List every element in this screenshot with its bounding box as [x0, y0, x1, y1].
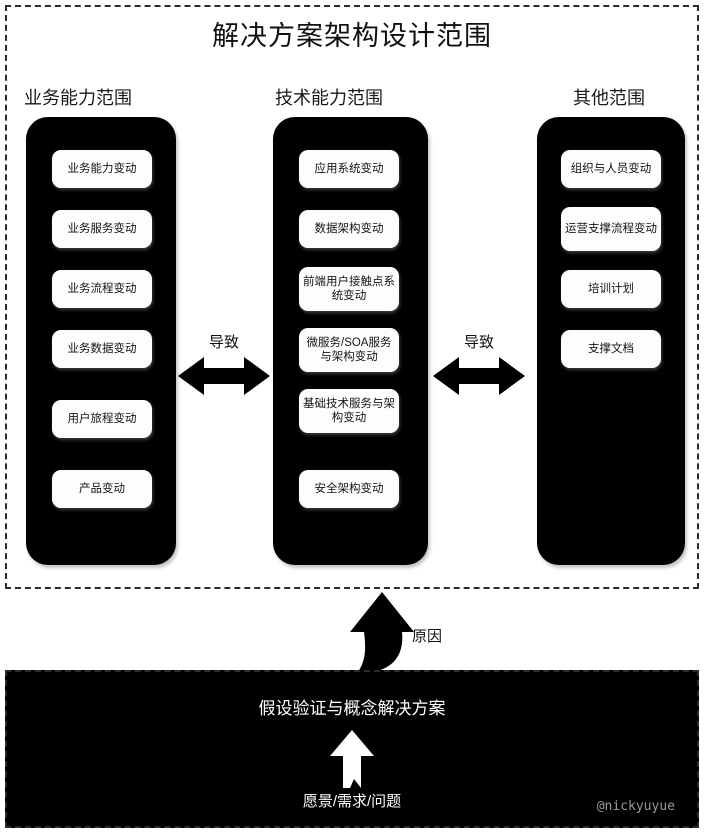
connector-reason — [330, 592, 460, 672]
connector-label: 导致 — [208, 334, 239, 351]
bidirectional-arrow-icon — [433, 357, 525, 395]
column-header-technology: 技术能力范围 — [275, 88, 383, 108]
curved-up-arrow-icon — [350, 592, 414, 672]
connector-reason-label: 原因 — [412, 628, 443, 645]
scope-item[interactable]: 业务能力变动 — [52, 150, 152, 188]
column-header-business: 业务能力范围 — [24, 88, 132, 108]
scope-item[interactable]: 培训计划 — [561, 270, 661, 308]
scope-item[interactable]: 产品变动 — [52, 470, 152, 508]
scope-item[interactable]: 数据架构变动 — [299, 210, 399, 248]
scope-item[interactable]: 运营支撑流程变动 — [561, 207, 661, 251]
scope-item[interactable]: 组织与人员变动 — [561, 150, 661, 188]
column-other: 组织与人员变动 运营支撑流程变动 培训计划 支撑文档 — [537, 117, 685, 565]
scope-item[interactable]: 微服务/SOA服务与架构变动 — [299, 328, 399, 372]
foundation-input-label: 愿景/需求/问题 — [302, 793, 402, 810]
scope-item[interactable]: 业务数据变动 — [52, 330, 152, 368]
scope-item[interactable]: 业务流程变动 — [52, 270, 152, 308]
foundation-panel: 假设验证与概念解决方案 愿景/需求/问题 @nickyuyue — [5, 670, 699, 828]
foundation-title: 假设验证与概念解决方案 — [258, 699, 446, 718]
input-arrow — [330, 730, 374, 788]
scope-item[interactable]: 基础技术服务与架构变动 — [299, 389, 399, 433]
column-business: 业务能力变动 业务服务变动 业务流程变动 业务数据变动 用户旅程变动 产品变动 — [26, 117, 176, 565]
page-title: 解决方案架构设计范围 — [212, 21, 492, 51]
connector-causes-1: 导致 — [178, 334, 270, 397]
connector-label: 导致 — [463, 334, 494, 351]
scope-item[interactable]: 支撑文档 — [561, 330, 661, 368]
connector-causes-2: 导致 — [433, 334, 525, 397]
scope-item[interactable]: 安全架构变动 — [299, 470, 399, 508]
scope-item[interactable]: 用户旅程变动 — [52, 400, 152, 438]
scope-item[interactable]: 业务服务变动 — [52, 210, 152, 248]
scope-item[interactable]: 应用系统变动 — [299, 150, 399, 188]
up-arrow-icon — [330, 730, 374, 788]
column-technology: 应用系统变动 数据架构变动 前端用户接触点系统变动 微服务/SOA服务与架构变动… — [273, 117, 428, 565]
bidirectional-arrow-icon — [178, 357, 270, 395]
scope-item[interactable]: 前端用户接触点系统变动 — [299, 267, 399, 311]
watermark: @nickyuyue — [596, 799, 675, 814]
column-header-other: 其他范围 — [573, 88, 645, 108]
